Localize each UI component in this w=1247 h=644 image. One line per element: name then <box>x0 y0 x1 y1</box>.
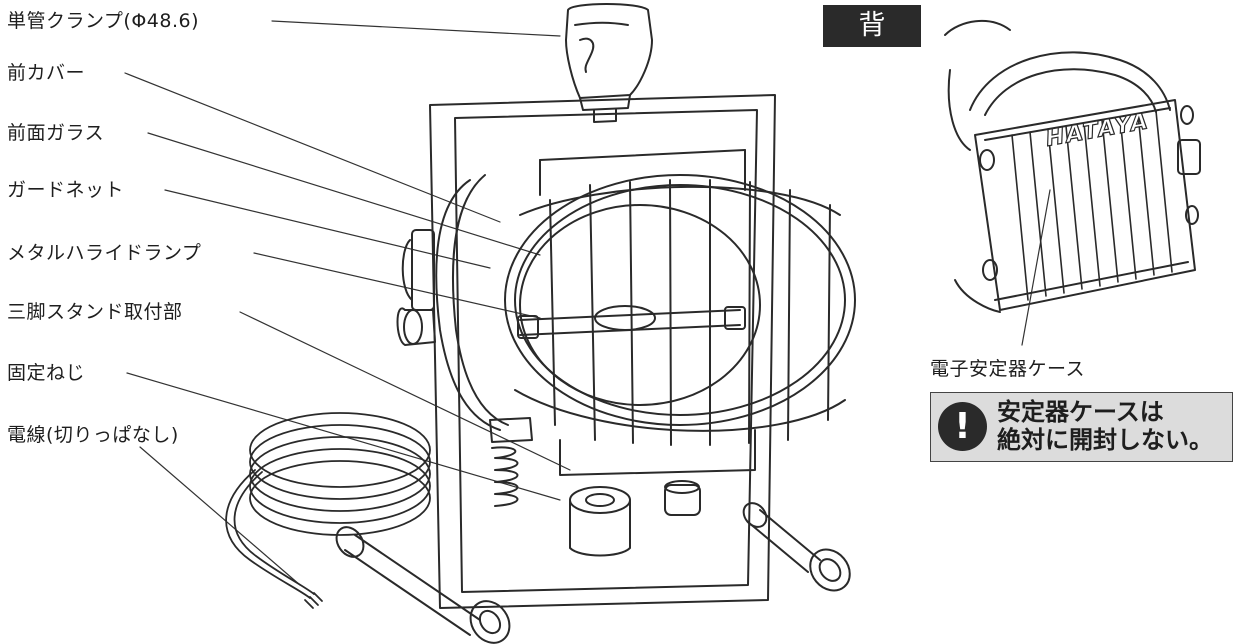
leader-front-cover <box>124 72 501 223</box>
label-front-cover: 前カバー <box>7 62 86 84</box>
label-guard-net: ガードネット <box>7 179 125 201</box>
leader-ballast <box>1021 189 1051 346</box>
pipe-clamp <box>565 3 653 123</box>
label-fixing-screw: 固定ねじ <box>7 362 86 384</box>
ballast-back-view <box>944 19 1201 313</box>
cable-coil <box>225 412 431 609</box>
label-tripod-mount: 三脚スタンド取付部 <box>7 301 183 323</box>
stand-legs <box>335 502 851 644</box>
tripod-mount <box>489 417 701 557</box>
label-clamp: 単管クランプ(Φ48.6) <box>7 10 200 32</box>
warning-line-2: 絶対に開封しない。 <box>997 426 1213 454</box>
label-ballast-case: 電子安定器ケース <box>930 358 1086 380</box>
metal-halide-lamp <box>517 305 746 339</box>
leader-lines <box>124 20 1051 586</box>
leader-guard-net <box>164 189 491 269</box>
warning-box: ! 安定器ケースは 絶対に開封しない。 <box>930 392 1233 462</box>
exclamation-icon: ! <box>938 402 987 451</box>
leader-clamp <box>271 20 561 37</box>
leader-front-glass <box>147 132 541 256</box>
leader-tripod-mount <box>239 311 571 471</box>
lamp-frame <box>429 94 776 609</box>
label-lamp: メタルハライドランプ <box>7 242 202 264</box>
label-cable: 電線(切りっぱなし) <box>7 424 179 446</box>
warning-text: 安定器ケースは 絶対に開封しない。 <box>997 398 1213 454</box>
leader-cable <box>139 446 301 586</box>
guard-net <box>514 179 846 446</box>
back-view-badge: 背 面 <box>823 5 921 83</box>
leader-lamp <box>253 252 541 319</box>
lamp-head <box>396 149 856 476</box>
warning-line-1: 安定器ケースは <box>997 398 1164 426</box>
label-front-glass: 前面ガラス <box>7 122 105 144</box>
